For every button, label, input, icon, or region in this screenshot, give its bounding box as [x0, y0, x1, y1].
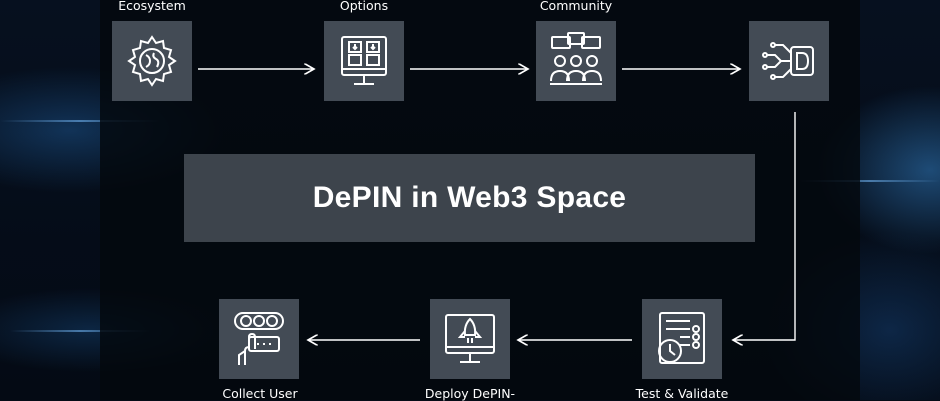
node-label-deploy: Deploy DePIN- [424, 386, 516, 401]
node-ecosystem [112, 21, 192, 101]
node-dapp [749, 21, 829, 101]
light-streak [800, 180, 940, 182]
node-collect [219, 299, 299, 379]
monitor-options-icon [341, 36, 387, 85]
light-streak [10, 330, 150, 332]
node-label-community: Community [539, 0, 613, 13]
node-community [536, 21, 616, 101]
checklist-clock-icon [658, 312, 705, 364]
circuit-d-icon [762, 42, 814, 80]
gear-globe-icon [127, 35, 177, 87]
edge-dapp-test [733, 112, 796, 340]
node-label-test: Test & Validate [635, 386, 729, 401]
light-streak [0, 120, 160, 122]
community-chat-icon [550, 32, 602, 85]
feedback-rating-icon [234, 312, 284, 365]
node-test [642, 299, 722, 379]
diagram-title-box: DePIN in Web3 Space [184, 154, 755, 242]
diagram-title: DePIN in Web3 Space [312, 181, 627, 214]
node-deploy [430, 299, 510, 379]
node-options [324, 21, 404, 101]
node-label-collect: Collect User [222, 386, 298, 401]
monitor-rocket-icon [445, 314, 495, 363]
node-label-ecosystem: Ecosystem [118, 0, 186, 13]
node-label-options: Options [339, 0, 389, 13]
